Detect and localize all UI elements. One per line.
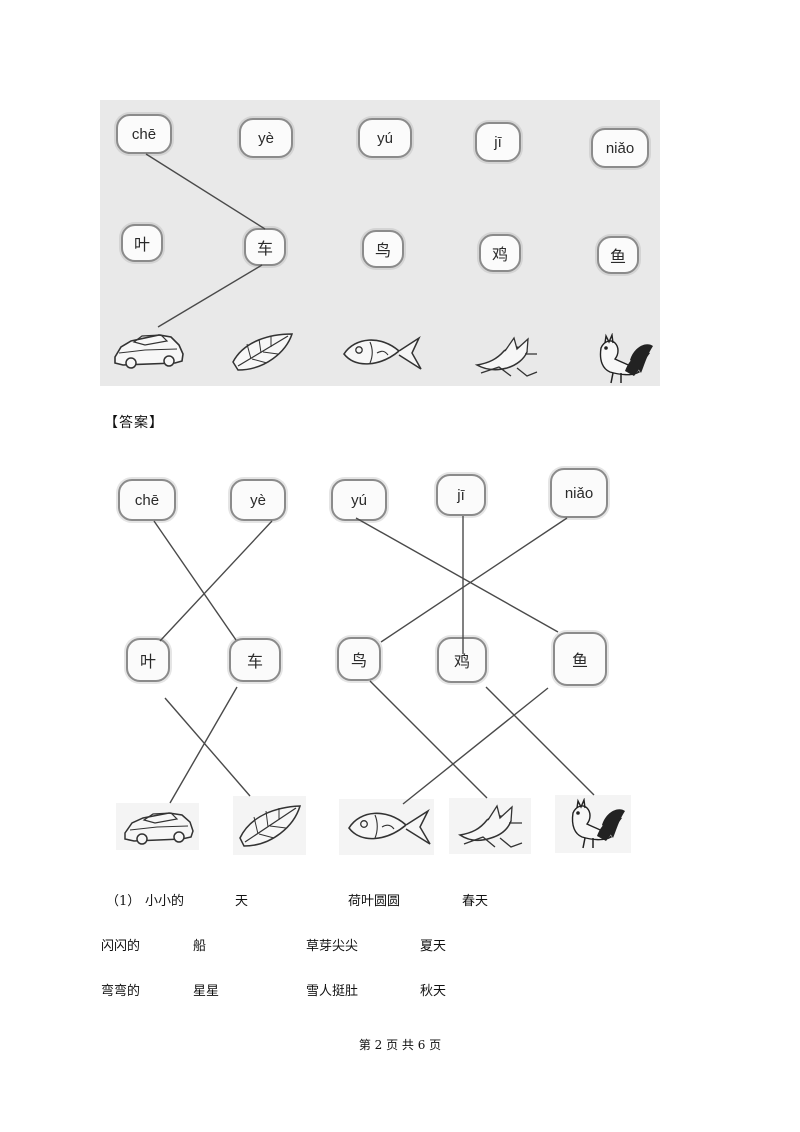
question-bird-icon [474, 336, 538, 377]
question-char-ye: 叶 [121, 224, 163, 262]
answer-line-niao-to-niao [380, 517, 568, 643]
answer-leaf-icon [239, 805, 302, 847]
answer-pinyin-ye: yè [230, 479, 286, 521]
answer-label: 【答案】 [104, 415, 164, 431]
question-leaf-icon [232, 333, 294, 371]
question-pinyin-ye: yè [239, 118, 293, 158]
question-char-niao: 鸟 [362, 230, 404, 268]
answer-car-icon [124, 812, 194, 845]
exercise-row2-item2: 船 [193, 939, 207, 954]
question-pinyin-niao: niǎo [591, 128, 649, 168]
question-rooster-icon [599, 333, 653, 384]
exercise-row3-item4: 秋天 [420, 984, 447, 999]
answer-char-yu: 鱼 [553, 632, 607, 686]
answer-line-che-to-car [169, 686, 238, 804]
question-char-ji: 鸡 [479, 234, 521, 272]
exercise-row3-item3: 雪人挺肚 [306, 984, 359, 999]
exercise-row1-item1: 小小的 [145, 894, 185, 909]
exercise-row2-item1: 闪闪的 [101, 939, 141, 954]
exercise-row2-item4: 夏天 [420, 939, 447, 954]
answer-line-ye-to-leaf [164, 697, 251, 797]
question-fish-icon [343, 335, 422, 370]
exercise-row3-item2: 星星 [193, 984, 220, 999]
answer-bird-icon [458, 804, 523, 848]
exercise-row1-item4: 春天 [462, 894, 489, 909]
answer-line-yu-to-yu [355, 517, 559, 633]
answer-char-niao: 鸟 [337, 637, 381, 681]
question-pinyin-che: chē [116, 114, 172, 154]
answer-fish-icon [348, 808, 431, 845]
answer-line-yu-to-fish [402, 687, 549, 805]
answer-char-ji: 鸡 [437, 637, 487, 683]
question-pinyin-yu: yú [358, 118, 412, 158]
answer-char-che: 车 [229, 638, 281, 682]
answer-line-niao-to-bird [369, 680, 488, 799]
answer-pinyin-che: chē [118, 479, 176, 521]
question-car-icon [114, 334, 184, 369]
answer-line-che-to-che [153, 520, 237, 641]
answer-rooster-icon [571, 798, 625, 849]
answer-char-ye: 叶 [126, 638, 170, 682]
exercise-row3-item1: 弯弯的 [101, 984, 141, 999]
exercise-row2-item3: 草芽尖尖 [306, 939, 359, 954]
exercise-row1-item2: 天 [235, 894, 249, 909]
answer-line-ye-to-ye [159, 520, 273, 642]
answer-pinyin-ji: jī [436, 474, 486, 516]
answer-pinyin-niao: niǎo [550, 468, 608, 518]
answer-line-ji-to-rooster [485, 686, 595, 796]
page-footer: 第 2 页 共 6 页 [358, 1038, 442, 1052]
answer-pinyin-yu: yú [331, 479, 387, 521]
exercise-row1-prefix: （1） [106, 894, 141, 909]
question-pinyin-ji: jī [475, 122, 521, 162]
question-char-che: 车 [244, 228, 286, 266]
exercise-row1-item3: 荷叶圆圆 [348, 894, 401, 909]
question-char-yu: 鱼 [597, 236, 639, 274]
